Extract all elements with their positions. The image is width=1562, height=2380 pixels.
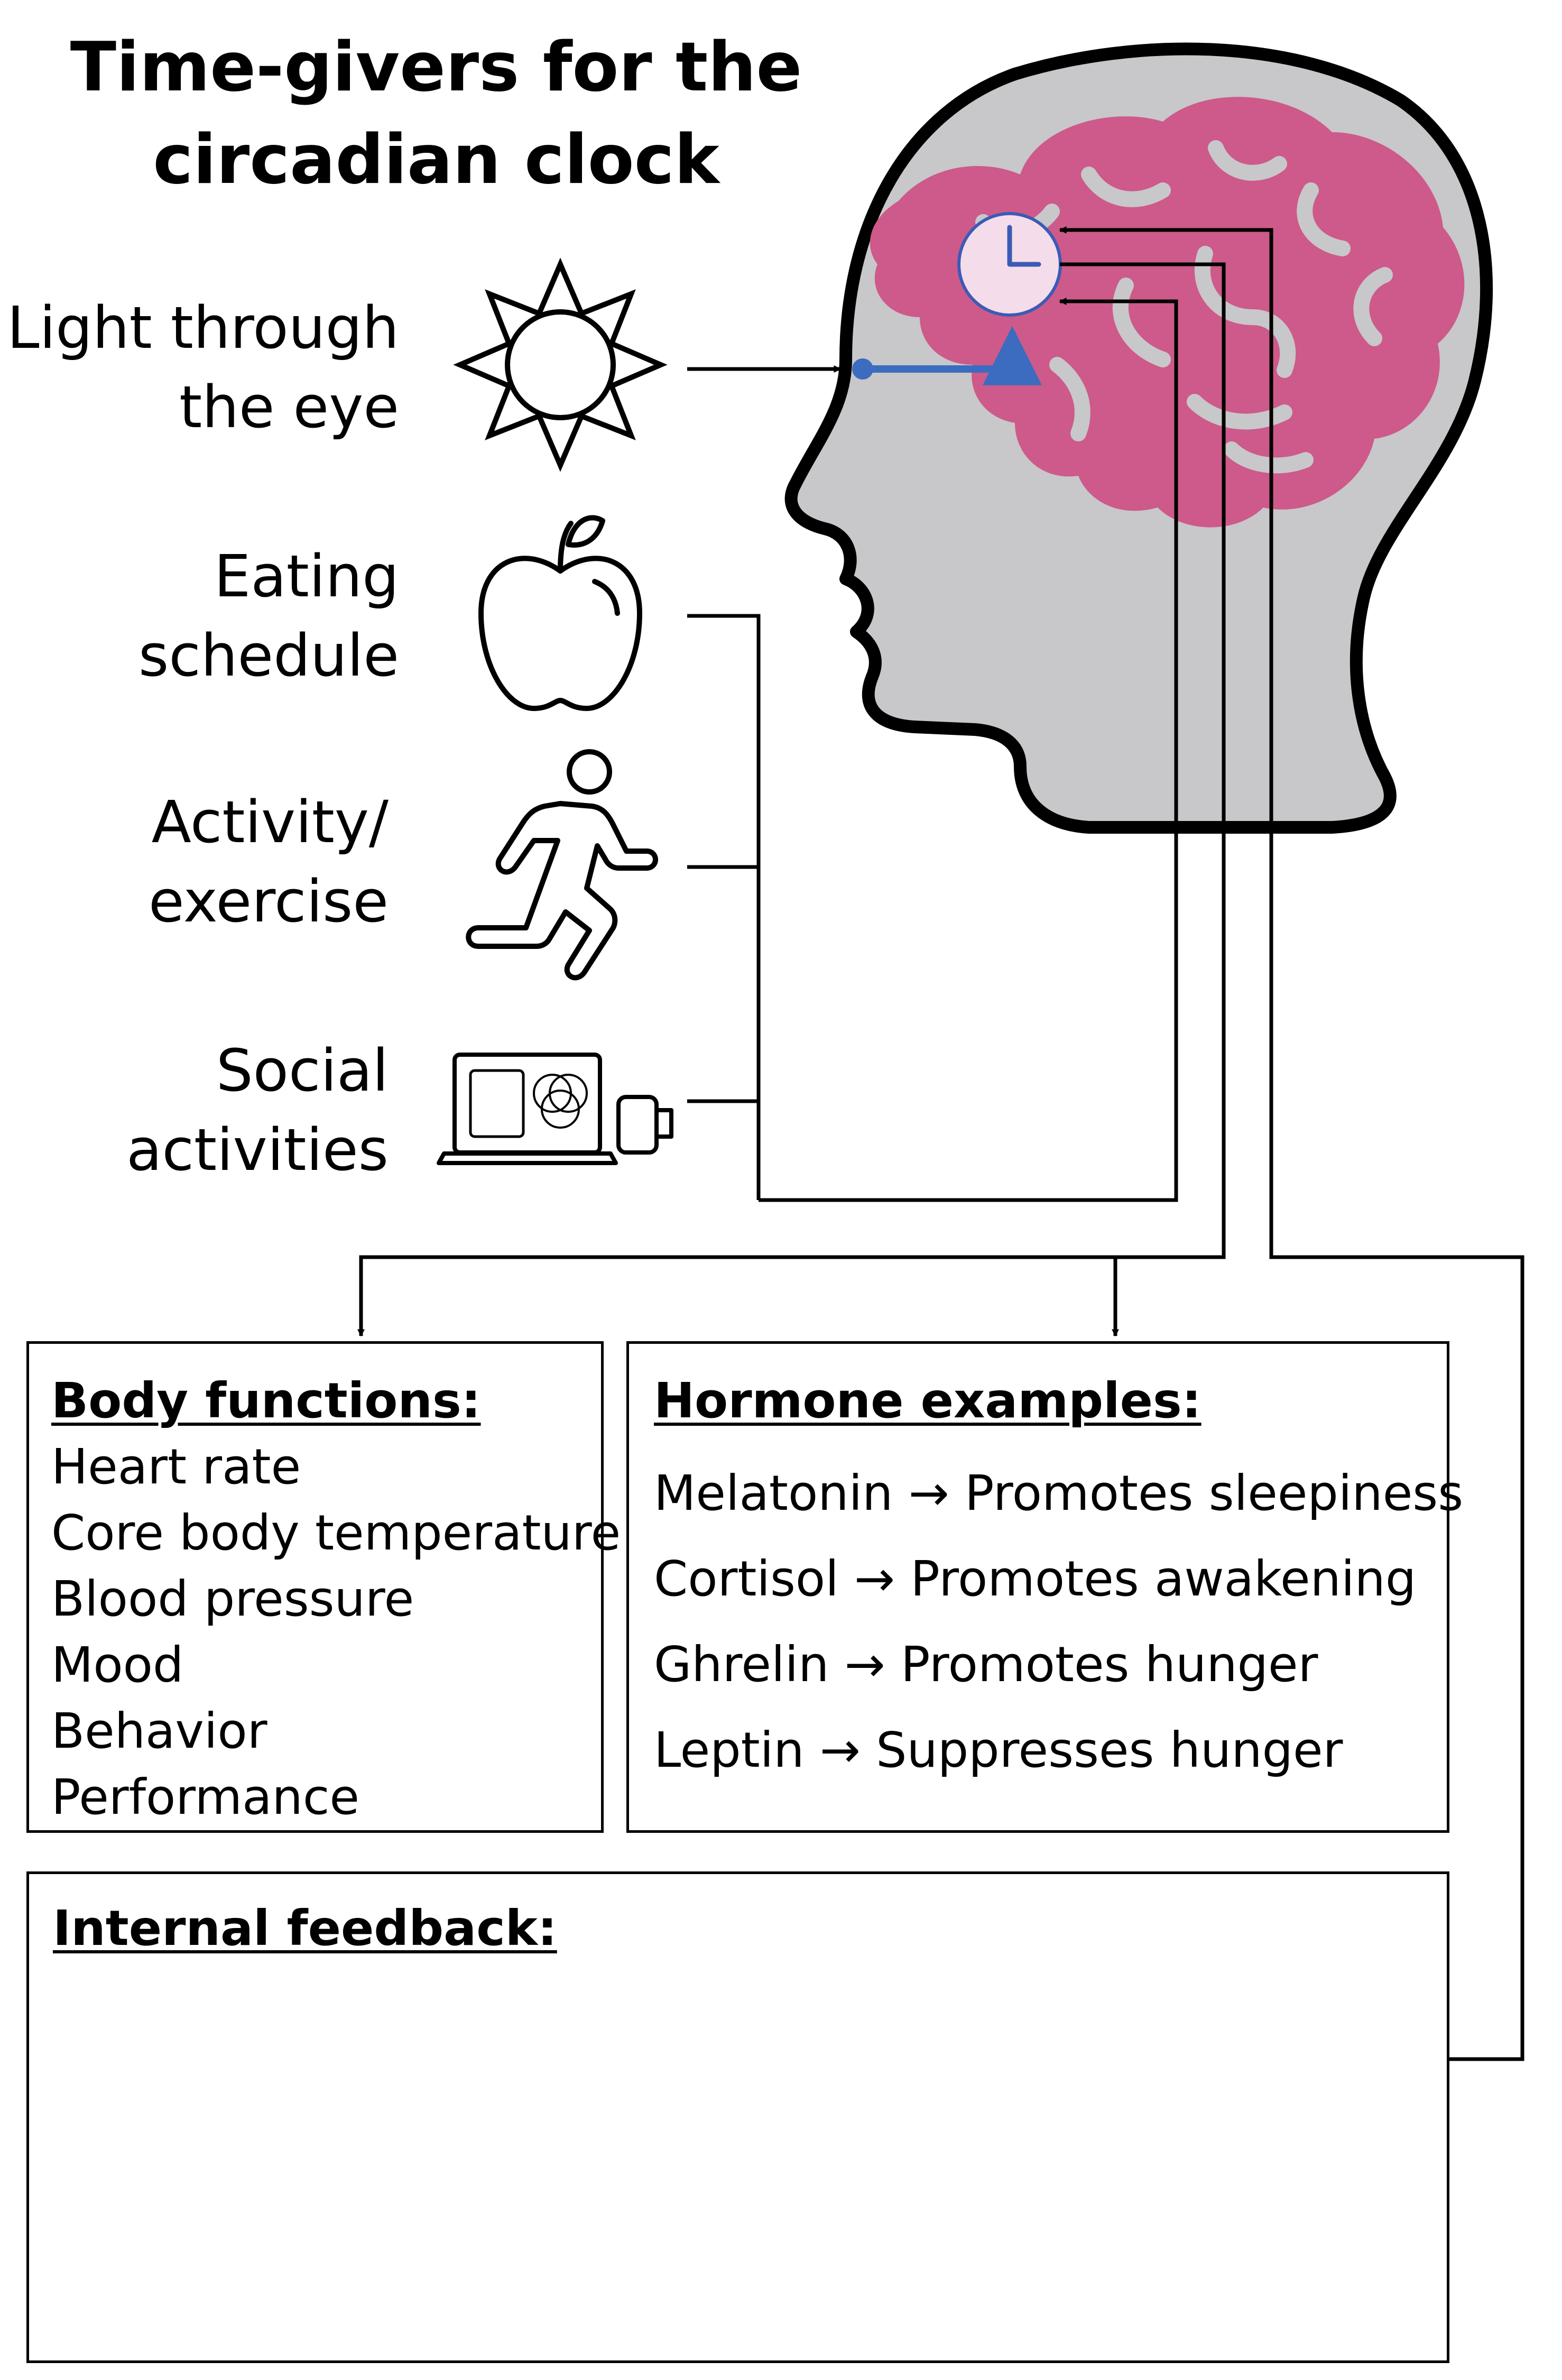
diagram-title: Time-givers for the circadian clock <box>58 21 814 206</box>
list-item: Performance <box>51 1769 359 1825</box>
feedback-connector <box>1059 226 1524 2061</box>
time-giver-light: Light through the eye <box>7 288 399 447</box>
list-item: Heart rate <box>51 1438 301 1495</box>
retinal-pathway <box>863 326 1042 385</box>
hormone-examples-box: Hormone examples: Melatonin → Promotes s… <box>626 1341 1464 1833</box>
time-giver-social-line-2: activities <box>126 1116 389 1184</box>
time-giver-social: Social activities <box>126 1031 389 1189</box>
time-giver-eating-line-2: schedule <box>138 622 399 689</box>
list-item: Cortisol → Promotes awakening <box>654 1551 1417 1607</box>
clock-output-connector <box>357 262 1226 1337</box>
title-line-2: circadian clock <box>153 121 719 199</box>
list-item: Core body temperature <box>51 1505 621 1561</box>
list-item: Mood <box>51 1637 184 1693</box>
time-giver-eating-line-1: Eating <box>214 542 399 610</box>
title-line-1: Time-givers for the <box>70 28 802 107</box>
running-person-icon <box>466 749 658 981</box>
body-functions-heading: Body functions: <box>51 1372 481 1429</box>
list-item: Ghrelin → Promotes hunger <box>654 1636 1318 1693</box>
apple-icon <box>478 515 642 711</box>
body-functions-list: Heart rate Core body temperature Blood p… <box>51 1434 621 1830</box>
time-giver-light-line-1: Light through <box>7 294 399 362</box>
list-item: Leptin → Suppresses hunger <box>654 1722 1343 1778</box>
list-item: Melatonin → Promotes sleepiness <box>654 1465 1464 1521</box>
sun-icon <box>453 257 668 472</box>
time-giver-activity-line-1: Activity/ <box>151 788 389 856</box>
time-giver-activity-line-2: exercise <box>149 868 389 935</box>
internal-feedback-box: Internal feedback: <box>26 1871 1449 2363</box>
list-item: Behavior <box>51 1703 267 1759</box>
body-functions-box: Body functions: Heart rate Core body tem… <box>26 1341 621 1833</box>
internal-feedback-heading: Internal feedback: <box>53 1900 557 1957</box>
brain-folds <box>975 140 1393 474</box>
hormone-examples-heading: Hormone examples: <box>654 1372 1201 1429</box>
time-giver-activity: Activity/ exercise <box>149 782 389 941</box>
behavioral-input-connector <box>687 298 1178 1202</box>
brain <box>870 97 1465 528</box>
time-giver-social-line-1: Social <box>216 1037 389 1104</box>
list-item: Blood pressure <box>51 1571 414 1627</box>
clock-icon <box>957 212 1062 317</box>
laptop-coffee-icon <box>437 1053 673 1165</box>
time-giver-eating: Eating schedule <box>138 537 399 695</box>
time-giver-light-line-2: the eye <box>179 373 399 441</box>
hormone-examples-list: Melatonin → Promotes sleepiness Cortisol… <box>654 1451 1464 1793</box>
